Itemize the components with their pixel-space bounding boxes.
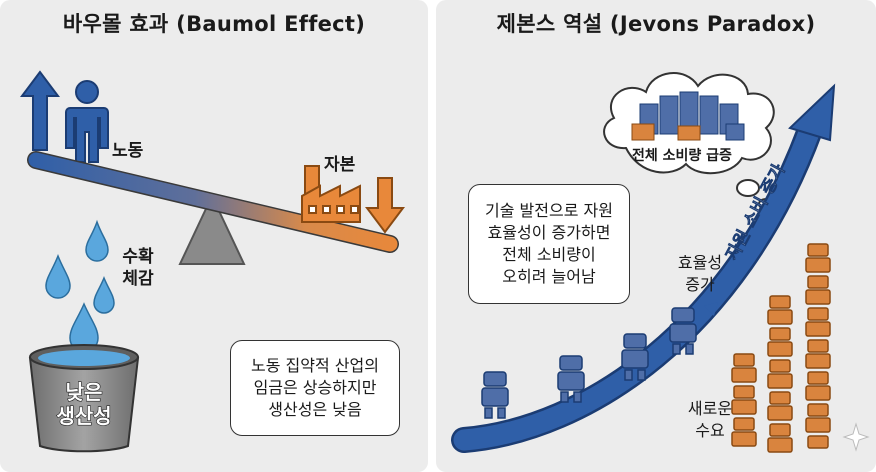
water-drop-icon (93, 276, 115, 314)
down-arrow-icon (365, 177, 405, 234)
efficiency-label: 효율성 증가 (677, 253, 723, 294)
person-icon (65, 80, 109, 163)
sparkle-icon (842, 422, 870, 452)
labor-label: 노동 (112, 141, 144, 161)
robot-icon (669, 307, 697, 355)
baumol-illustration (20, 70, 405, 453)
baumol-title: 바우몰 효과 (Baumol Effect) (62, 12, 366, 36)
up-arrow-icon (20, 70, 60, 151)
robot-stack-3 (805, 243, 831, 449)
resource-consumption-arrow (451, 83, 836, 453)
robot-stack-1 (731, 353, 757, 447)
diminishing-returns-label: 수확 체감 (122, 247, 154, 289)
robot-stack-2 (767, 295, 793, 453)
robot-icon (481, 371, 509, 419)
baumol-panel: 바우몰 효과 (Baumol Effect) (0, 0, 428, 472)
robot-icon (621, 333, 649, 381)
jevons-illustration (451, 72, 870, 453)
jevons-title: 제본스 역설 (Jevons Paradox) (496, 12, 816, 36)
new-demand-label: 새로운 수요 (687, 399, 733, 440)
fulcrum (178, 193, 246, 265)
water-drop-icon (85, 219, 109, 262)
cloud-label: 전체 소비량 급증 (632, 148, 732, 164)
water-drop-icon (45, 253, 71, 299)
baumol-note: 노동 집약적 산업의 임금은 상승하지만 생산성은 낮음 (230, 340, 400, 436)
factory-icon (301, 165, 361, 223)
bucket-icon (28, 344, 140, 453)
jevons-note: 기술 발전으로 자원 효율성이 증가하면 전체 소비량이 오히려 늘어남 (468, 184, 630, 304)
efficiency-arrow-icon (693, 302, 718, 326)
water-drops (45, 219, 115, 353)
bucket-label: 낮은 생산성 (56, 379, 112, 428)
robot-icon (557, 355, 585, 403)
capital-label: 자본 (324, 155, 356, 175)
jevons-panel: 제본스 역설 (Jevons Paradox) (436, 0, 876, 472)
server-stack-icon (631, 91, 745, 141)
seesaw-beam (27, 151, 399, 253)
